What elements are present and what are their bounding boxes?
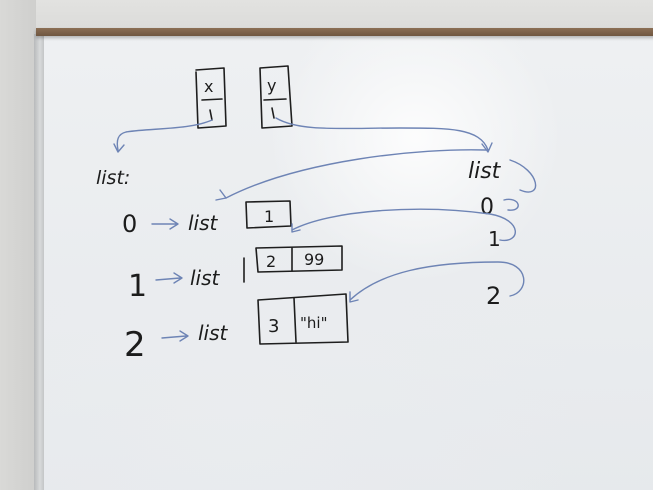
row-1-box: [255, 245, 343, 273]
row-0-cell-0: 1: [264, 207, 274, 226]
arrow-right-0-hook: [503, 198, 519, 211]
var-box-x: x: [195, 67, 227, 129]
right-index-1: 1: [488, 227, 501, 251]
arrow-row-2: [161, 330, 189, 342]
right-index-2: 2: [486, 282, 501, 310]
left-list-header: list:: [96, 167, 130, 189]
var-y-label: y: [267, 76, 276, 95]
arrow-right-2-to-row-2: [349, 261, 525, 301]
left-row-0-type: list: [188, 211, 219, 235]
left-row-2-index: 2: [124, 325, 146, 365]
whiteboard-frame: [34, 34, 44, 490]
left-row-2-type: list: [198, 321, 229, 345]
left-row-1-index: 1: [128, 269, 147, 304]
wall-left: [0, 0, 36, 490]
arrow-row-1: [155, 272, 183, 284]
var-x-label: x: [204, 77, 213, 96]
right-index-0: 0: [480, 195, 494, 220]
whiteboard: [36, 34, 653, 490]
var-box-y: y: [259, 65, 293, 129]
arrow-right-1-to-row-1: [291, 208, 516, 242]
left-row-0-index: 0: [122, 210, 137, 238]
arrow-right-list-loop: [509, 159, 537, 193]
arrow-right-list-to-row-0: [225, 149, 487, 199]
arrow-x-to-list: [116, 119, 213, 151]
row-1-cell-0: 2: [266, 252, 276, 271]
arrow-row-0: [151, 218, 179, 230]
row-2-cell-1: "hi": [300, 314, 327, 332]
whiteboard-marker-tray: [36, 28, 653, 36]
row-2-cell-0: 3: [268, 316, 279, 337]
row-1-cell-1: 99: [304, 250, 324, 269]
row-2-box: [257, 293, 349, 345]
arrow-y-to-list: [275, 117, 489, 151]
row-0-box: [245, 200, 292, 229]
left-row-1-type: list: [190, 266, 221, 290]
wall-top: [0, 0, 653, 32]
right-list-header: list: [468, 159, 502, 184]
